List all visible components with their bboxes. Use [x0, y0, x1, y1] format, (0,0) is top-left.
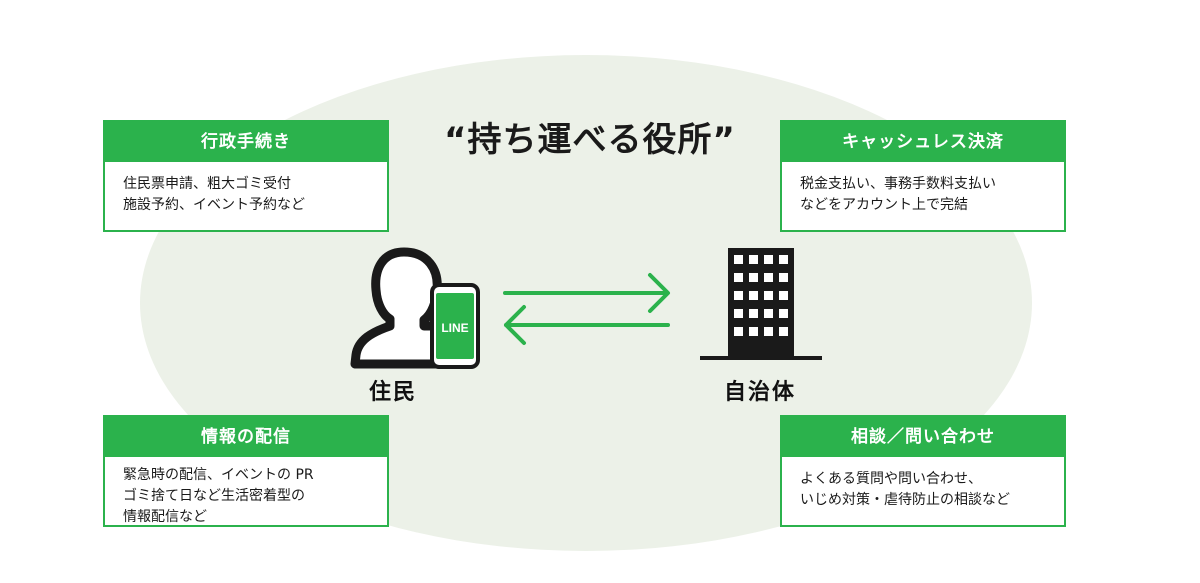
building-window: [749, 309, 758, 318]
building-window: [764, 327, 773, 336]
building-window: [749, 273, 758, 282]
building-window: [764, 309, 773, 318]
card-title: 行政手続き: [105, 122, 387, 162]
card-title: 相談／問い合わせ: [782, 417, 1064, 457]
building-window: [779, 327, 788, 336]
two-way-arrows: [503, 273, 670, 345]
card-title: キャッシュレス決済: [782, 122, 1064, 162]
building-window: [779, 291, 788, 300]
building-window: [734, 327, 743, 336]
building-window: [779, 309, 788, 318]
building-window: [779, 273, 788, 282]
card-consultation-inquiry: 相談／問い合わせ よくある質問や問い合わせ、 いじめ対策・虐待防止の相談など: [780, 415, 1066, 527]
building-window: [779, 255, 788, 264]
building-window: [764, 255, 773, 264]
card-body: 住民票申請、粗大ゴミ受付 施設予約、イベント予約など: [105, 162, 387, 226]
card-line: いじめ対策・虐待防止の相談など: [800, 492, 1010, 508]
card-body: 緊急時の配信、イベントの PR ゴミ捨て日など生活密着型の 情報配信など: [105, 457, 387, 538]
card-line: よくある質問や問い合わせ、: [800, 471, 982, 487]
resident-label: 住民: [368, 380, 417, 405]
smartphone-icon: LINE: [430, 283, 480, 369]
building-window: [734, 255, 743, 264]
card-line: 施設予約、イベント予約など: [123, 197, 305, 213]
diagram-title: “持ち運べる役所”: [444, 120, 736, 160]
card-body: 税金支払い、事務手数料支払い などをアカウント上で完結: [782, 162, 1064, 226]
building-window: [749, 255, 758, 264]
card-title: 情報の配信: [105, 417, 387, 457]
card-line: ゴミ捨て日など生活密着型の: [123, 488, 305, 504]
arrow-left-head: [504, 305, 526, 345]
card-line: 情報配信など: [123, 509, 207, 525]
card-administrative-procedures: 行政手続き 住民票申請、粗大ゴミ受付 施設予約、イベント予約など: [103, 120, 389, 232]
building-window: [749, 291, 758, 300]
card-cashless-payment: キャッシュレス決済 税金支払い、事務手数料支払い などをアカウント上で完結: [780, 120, 1066, 232]
card-line: 住民票申請、粗大ゴミ受付: [123, 176, 291, 192]
line-logo: LINE: [441, 321, 468, 335]
building-window: [749, 327, 758, 336]
person-icon: [350, 247, 443, 369]
card-line: 緊急時の配信、イベントの PR: [123, 467, 314, 483]
building-window: [734, 273, 743, 282]
card-information-delivery: 情報の配信 緊急時の配信、イベントの PR ゴミ捨て日など生活密着型の 情報配信…: [103, 415, 389, 527]
building-window: [734, 291, 743, 300]
card-line: などをアカウント上で完結: [800, 197, 968, 213]
building-window: [764, 273, 773, 282]
card-line: 税金支払い、事務手数料支払い: [800, 176, 996, 192]
building-icon: [700, 248, 822, 360]
card-body: よくある質問や問い合わせ、 いじめ対策・虐待防止の相談など: [782, 457, 1064, 521]
building-window: [764, 291, 773, 300]
arrow-right-head: [648, 273, 670, 313]
municipality-label: 自治体: [723, 380, 796, 405]
building-window: [734, 309, 743, 318]
